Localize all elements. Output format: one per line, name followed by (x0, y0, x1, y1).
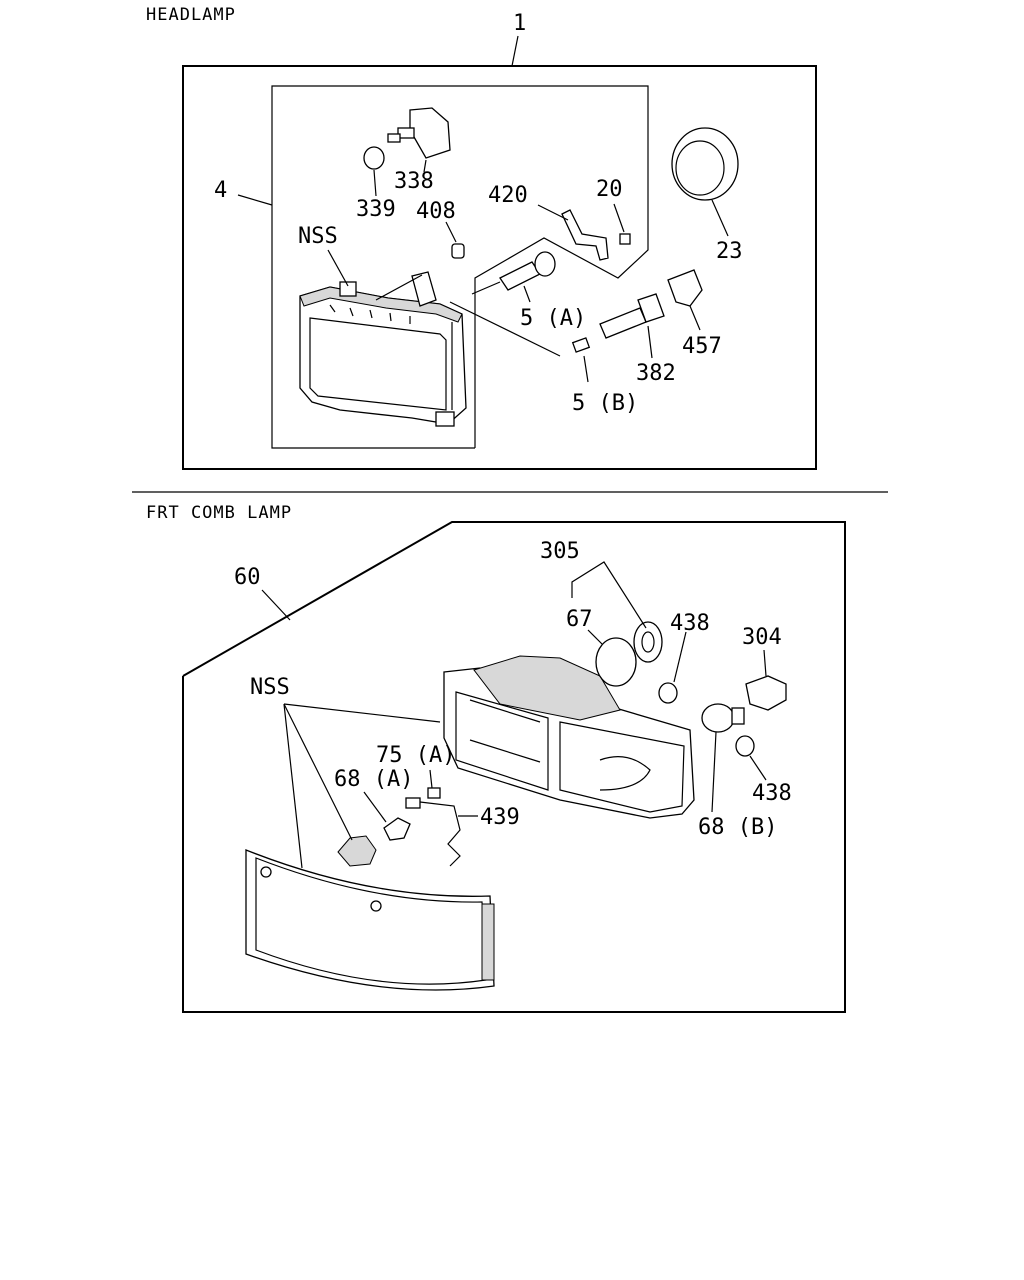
nss-leader-lines (283, 703, 441, 869)
part-5b-bulb (449, 301, 591, 357)
part-382-socket (599, 293, 665, 339)
part-338-socket (387, 107, 451, 159)
part-68b-bulb (701, 703, 745, 733)
comb-lamp-lens (245, 849, 495, 991)
part-408-cap (451, 243, 465, 259)
comb-lamp-title: FRT COMB LAMP (146, 503, 292, 523)
callout-20: 20 (596, 177, 623, 202)
comb-lamp-assembly-box (182, 521, 846, 1013)
nss-socket-comb (337, 835, 377, 867)
part-67-o-ring (595, 637, 637, 687)
headlamp-housing (299, 271, 467, 427)
part-438-cap-upper (658, 682, 678, 704)
callout-nss-headlamp: NSS (298, 224, 338, 249)
callout-5a: 5 (A) (520, 306, 586, 331)
callout-1: 1 (513, 11, 526, 36)
part-305-socket (633, 621, 663, 663)
callout-438-lower: 438 (752, 781, 792, 806)
callout-75a: 75 (A) (376, 743, 455, 768)
callout-60: 60 (234, 565, 261, 590)
part-439-harness (405, 787, 461, 867)
callout-305: 305 (540, 539, 580, 564)
callout-nss-comb: NSS (250, 675, 290, 700)
headlamp-title: HEADLAMP (146, 5, 236, 25)
part-68a-bulb (383, 817, 411, 841)
comb-lamp-housing (443, 655, 695, 819)
callout-4: 4 (214, 178, 227, 203)
callout-408: 408 (416, 199, 456, 224)
callout-68b: 68 (B) (698, 815, 777, 840)
callout-68a: 68 (A) (334, 767, 413, 792)
callout-304: 304 (742, 625, 782, 650)
part-339-o-ring (363, 146, 385, 170)
callout-438-upper: 438 (670, 611, 710, 636)
part-420-bracket (561, 209, 609, 261)
callout-420: 420 (488, 183, 528, 208)
callout-5b: 5 (B) (572, 391, 638, 416)
part-20-screw (619, 233, 631, 245)
part-304-socket (745, 675, 787, 711)
callout-339: 339 (356, 197, 396, 222)
part-5a-bulb (471, 251, 556, 295)
headlamp-unit-outline (237, 85, 649, 449)
part-23-ring (671, 127, 739, 201)
callout-439: 439 (480, 805, 520, 830)
headlamp-assembly-box (182, 35, 817, 470)
callout-338: 338 (394, 169, 434, 194)
callout-23: 23 (716, 239, 743, 264)
callout-457: 457 (682, 334, 722, 359)
part-457-cover (667, 269, 703, 307)
callout-67: 67 (566, 607, 593, 632)
part-438-cap-lower (735, 735, 755, 757)
callout-382: 382 (636, 361, 676, 386)
